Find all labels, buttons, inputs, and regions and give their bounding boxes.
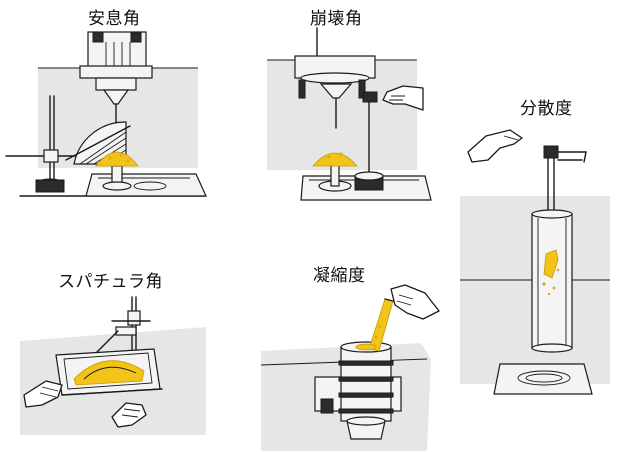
- angle-of-repose-label: 安息角: [88, 9, 141, 29]
- angle-of-repose-panel: 安息角: [0, 0, 220, 215]
- dispersibility-illustration: [460, 129, 610, 395]
- dispersibility-panel: 分散度: [460, 80, 620, 410]
- angle-of-spatula-label: スパチュラ角: [58, 272, 163, 292]
- angle-of-spatula-illustration: [20, 296, 206, 435]
- cohesion-illustration: [260, 284, 440, 451]
- angle-of-spatula-panel: スパチュラ角: [0, 255, 220, 450]
- cohesion-panel: 凝縮度: [255, 255, 450, 452]
- angle-of-fall-illustration: [267, 27, 432, 201]
- angle-of-fall-panel: 崩壊角: [255, 0, 445, 215]
- dispersibility-label: 分散度: [520, 99, 573, 119]
- angle-of-repose-illustration: [5, 31, 207, 197]
- cohesion-label: 凝縮度: [313, 266, 366, 286]
- angle-of-fall-label: 崩壊角: [310, 9, 363, 29]
